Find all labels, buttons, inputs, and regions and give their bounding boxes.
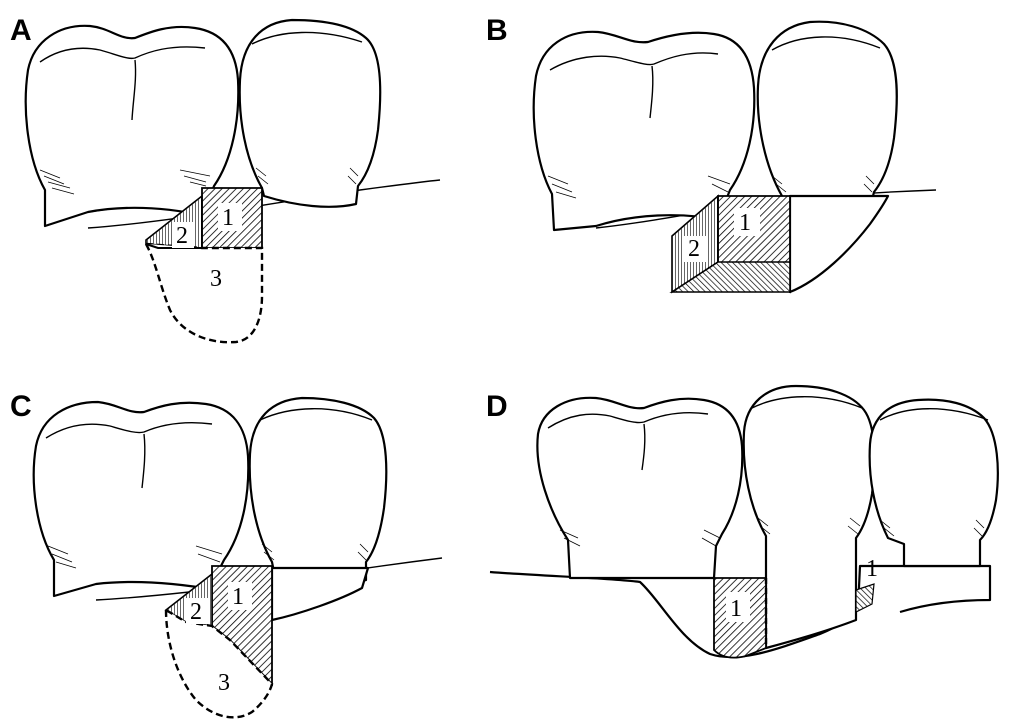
label-1: 1: [222, 205, 234, 231]
label-2: 2: [176, 223, 188, 249]
panel-d: D 1 1: [486, 386, 998, 658]
premolar-tooth: [758, 22, 897, 204]
premolar-tooth-2: [870, 400, 998, 566]
panel-a: A 1 2 3: [10, 14, 440, 342]
panel-b: B 1 2: [486, 14, 936, 292]
bone-contour: [272, 568, 368, 620]
panel-d-letter: D: [486, 390, 508, 423]
label-3: 3: [210, 266, 222, 292]
label-3: 3: [218, 670, 230, 696]
molar-tooth: [537, 398, 742, 578]
premolar-tooth: [240, 20, 381, 207]
label-2: 2: [190, 599, 202, 625]
defect-region-3: [146, 244, 262, 342]
label-1-interproximal: 1: [866, 556, 878, 582]
label-1: 1: [739, 210, 751, 236]
label-1: 1: [232, 584, 244, 610]
panel-a-letter: A: [10, 14, 32, 47]
panel-c: C 1 2 3: [10, 390, 442, 717]
label-1: 1: [730, 596, 742, 622]
premolar-tooth: [250, 398, 387, 583]
panel-b-letter: B: [486, 14, 508, 47]
bone-contour: [790, 196, 888, 292]
label-2: 2: [688, 236, 700, 262]
panel-c-letter: C: [10, 390, 32, 423]
